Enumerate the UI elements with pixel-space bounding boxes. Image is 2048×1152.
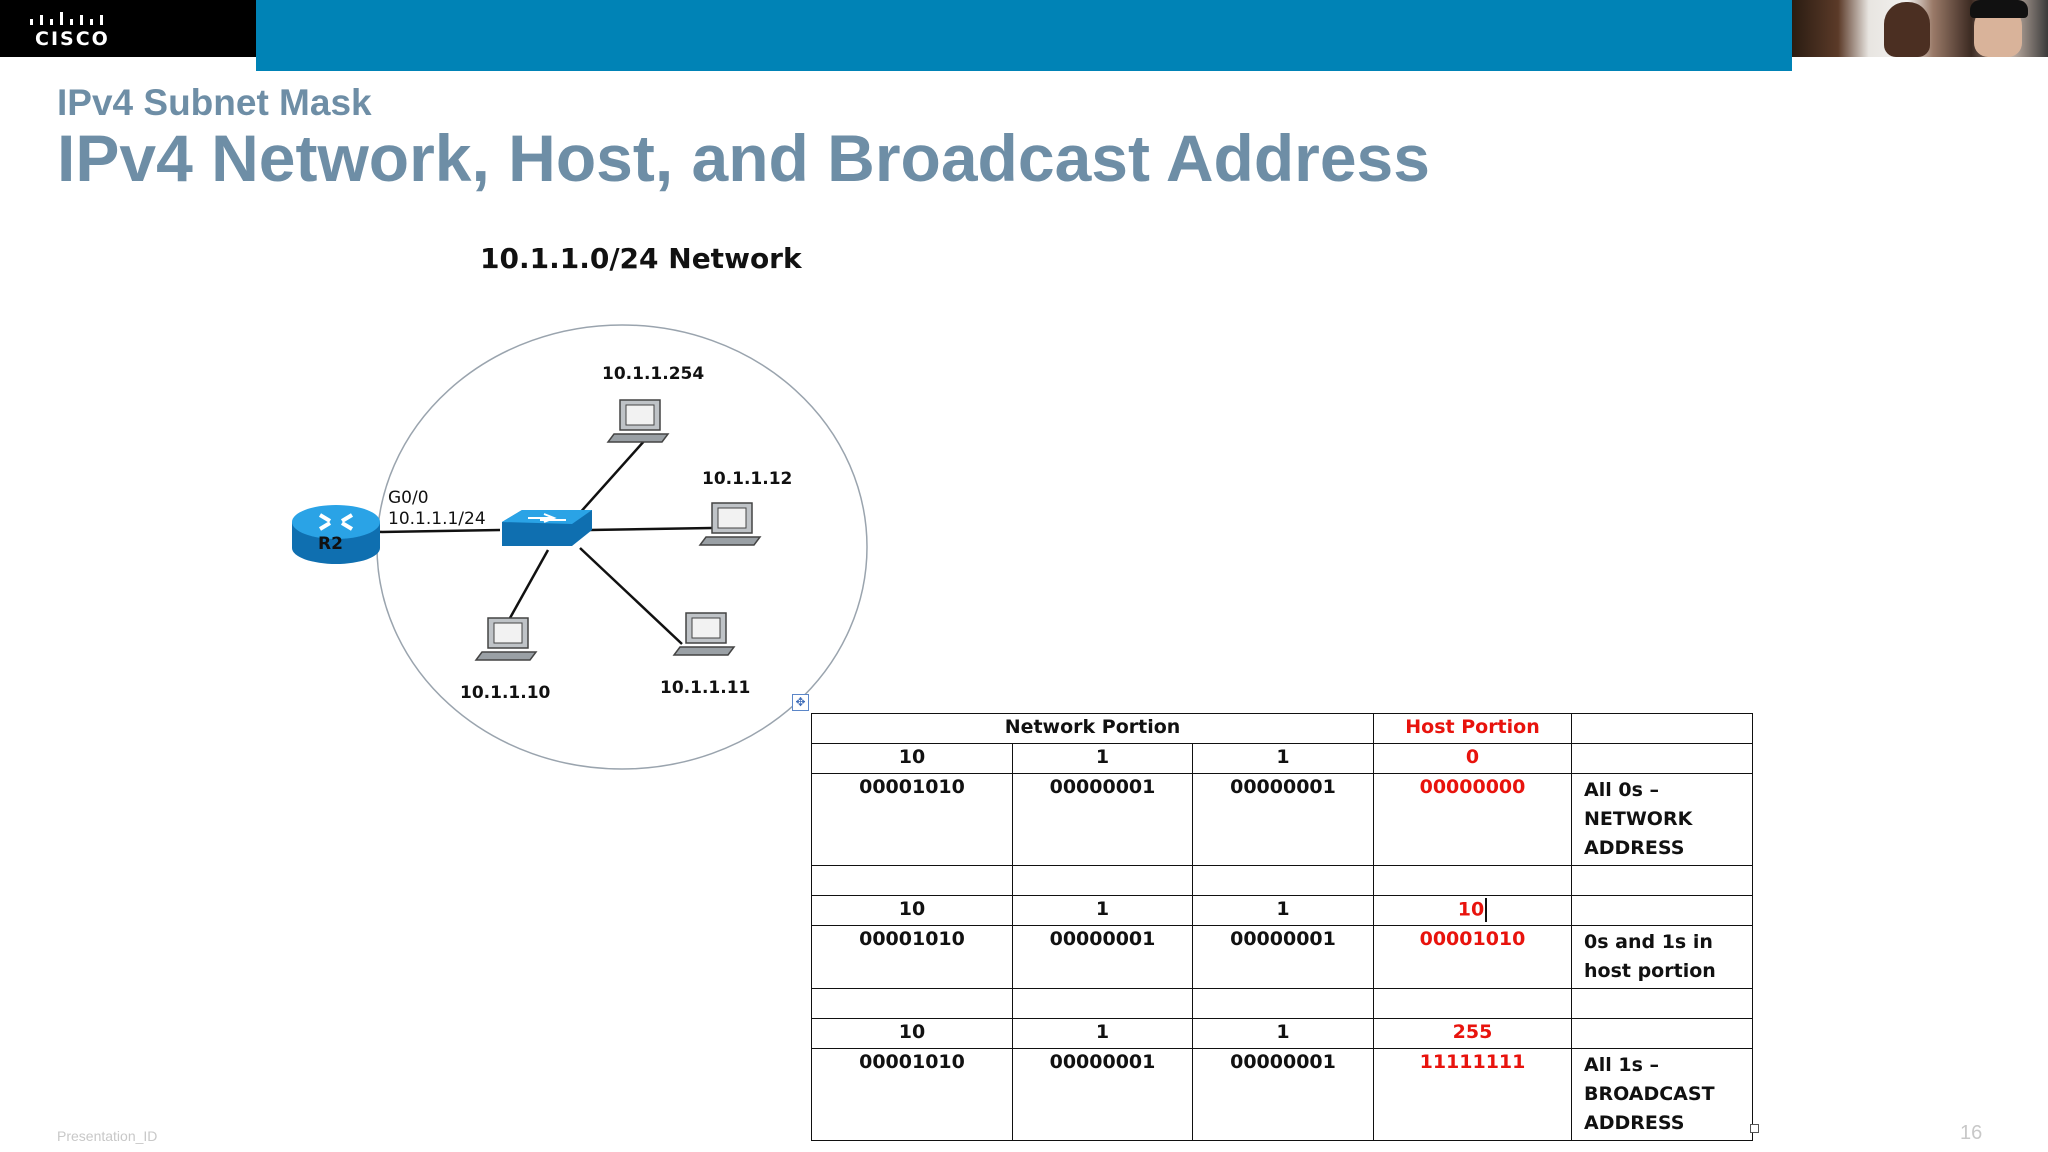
host-label: 10.1.1.10 xyxy=(460,683,551,703)
table-cell: 1 xyxy=(1192,1018,1374,1049)
description-line: NETWORK xyxy=(1584,808,1693,830)
table-cell xyxy=(1571,713,1753,744)
diagram-graphics xyxy=(292,324,868,770)
table-header-row: Network Portion Host Portion xyxy=(811,713,1753,744)
description-line: All 0s – xyxy=(1584,779,1659,801)
address-table-wrapper: Network Portion Host Portion 10 1 1 0 00… xyxy=(811,713,1753,1141)
table-cell xyxy=(1571,895,1753,926)
link-switch-pc11 xyxy=(579,547,683,645)
table-row-binary: 00001010 00000001 00000001 00001010 0s a… xyxy=(811,925,1753,989)
cisco-logo-text: CISCO xyxy=(35,28,110,50)
table-cell: 10 xyxy=(811,895,1013,926)
header-photo xyxy=(1792,0,2048,57)
link-switch-pc10 xyxy=(508,549,550,619)
network-label: 10.1.1.0/24 Network xyxy=(480,242,802,275)
description-line: All 1s – xyxy=(1584,1054,1659,1076)
table-row-binary: 00001010 00000001 00000001 11111111 All … xyxy=(811,1048,1753,1141)
pc-icon xyxy=(698,502,762,546)
network-portion-header: Network Portion xyxy=(811,713,1374,744)
host-label: 10.1.1.11 xyxy=(660,678,751,698)
table-move-icon[interactable]: ✥ xyxy=(792,694,809,711)
slide-title: IPv4 Network, Host, and Broadcast Addres… xyxy=(57,121,1430,195)
row-description: All 1s – BROADCAST ADDRESS xyxy=(1571,1048,1753,1141)
header-band xyxy=(256,0,1792,71)
table-cell: 00000001 xyxy=(1012,773,1193,866)
network-diagram: 10.1.1.0/24 Network R2 G0/0 10.1.1.1/24 … xyxy=(270,230,910,790)
pc-icon xyxy=(474,617,538,661)
table-cell: 10 xyxy=(811,743,1013,774)
table-cell xyxy=(1571,1018,1753,1049)
table-row-binary: 00001010 00000001 00000001 00000000 All … xyxy=(811,773,1753,866)
pc-icon xyxy=(672,612,736,656)
table-cell: 00000001 xyxy=(1012,925,1193,989)
table-spacer-row xyxy=(811,988,1753,1019)
link-switch-pc254 xyxy=(577,439,646,516)
router-interface-label: G0/0 xyxy=(388,488,429,508)
table-cell: 00001010 xyxy=(1373,925,1572,989)
table-cell: 11111111 xyxy=(1373,1048,1572,1141)
description-line: ADDRESS xyxy=(1584,1112,1685,1134)
table-resize-handle[interactable] xyxy=(1750,1124,1759,1133)
table-cell: 00000001 xyxy=(1192,773,1374,866)
table-cell: 00000001 xyxy=(1012,1048,1193,1141)
photo-cap xyxy=(1970,0,2028,18)
table-cell: 00000000 xyxy=(1373,773,1572,866)
table-cell xyxy=(1571,743,1753,774)
description-line: 0s and 1s in xyxy=(1584,931,1713,953)
table-cell: 00001010 xyxy=(811,773,1013,866)
pc-icon xyxy=(606,399,670,443)
table-cell: 10 xyxy=(811,1018,1013,1049)
table-cell: 255 xyxy=(1373,1018,1572,1049)
table-row-decimal: 10 1 1 10 xyxy=(811,895,1753,926)
link-router-switch xyxy=(377,528,501,534)
slide-subtitle: IPv4 Subnet Mask xyxy=(57,82,372,123)
table-cell: 1 xyxy=(1012,895,1193,926)
footer-presentation-id: Presentation_ID xyxy=(57,1128,158,1144)
row-description: All 0s – NETWORK ADDRESS xyxy=(1571,773,1753,866)
host-label: 10.1.1.12 xyxy=(702,469,793,489)
host-label: 10.1.1.254 xyxy=(602,364,705,384)
table-cell: 1 xyxy=(1192,895,1374,926)
host-portion-header: Host Portion xyxy=(1373,713,1572,744)
table-cell: 1 xyxy=(1192,743,1374,774)
photo-person-1 xyxy=(1884,2,1930,57)
text-cursor xyxy=(1485,898,1488,922)
cisco-logo: CISCO xyxy=(0,0,256,57)
description-line: ADDRESS xyxy=(1584,837,1685,859)
router-label: R2 xyxy=(318,534,343,554)
table-cell: 0 xyxy=(1373,743,1572,774)
description-line: host portion xyxy=(1584,960,1716,982)
table-cell: 1 xyxy=(1012,1018,1193,1049)
description-line: BROADCAST xyxy=(1584,1083,1715,1105)
table-spacer-row xyxy=(811,865,1753,896)
router-icon xyxy=(292,505,380,564)
cell-text: 10 xyxy=(1457,898,1485,921)
table-row-decimal: 10 1 1 0 xyxy=(811,743,1753,774)
table-cell: 00000001 xyxy=(1192,925,1374,989)
table-cell: 1 xyxy=(1012,743,1193,774)
table-cell: 00000001 xyxy=(1192,1048,1374,1141)
page-number: 16 xyxy=(1960,1122,1983,1144)
cisco-logo-icon xyxy=(30,12,103,25)
address-table: Network Portion Host Portion 10 1 1 0 00… xyxy=(811,713,1753,1141)
table-row-decimal: 10 1 1 255 xyxy=(811,1018,1753,1049)
switch-icon xyxy=(502,510,592,546)
editable-table-cell[interactable]: 10 xyxy=(1373,895,1572,926)
router-ip-label: 10.1.1.1/24 xyxy=(388,509,486,529)
table-cell: 00001010 xyxy=(811,925,1013,989)
link-switch-pc12 xyxy=(589,526,713,532)
row-description: 0s and 1s in host portion xyxy=(1571,925,1753,989)
table-cell: 00001010 xyxy=(811,1048,1013,1141)
